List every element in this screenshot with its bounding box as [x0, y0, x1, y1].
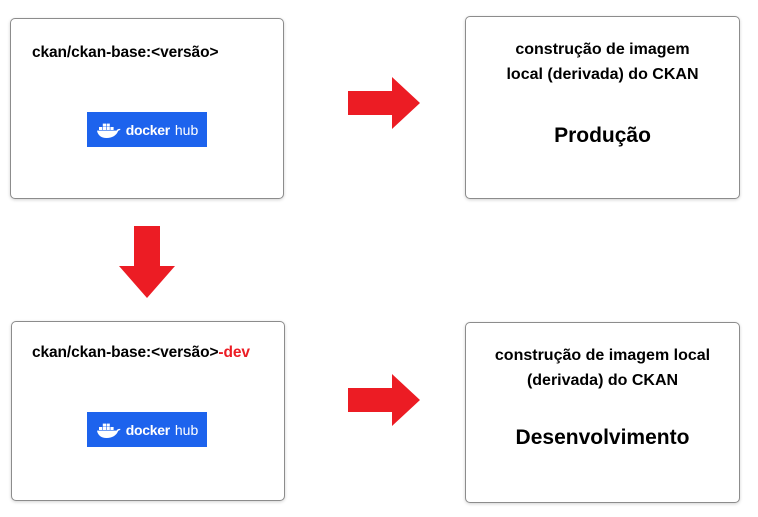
development-build-line-1: construção de imagem local: [494, 347, 711, 364]
dockerhub-logo-docker: docker: [125, 121, 170, 138]
docker-whale-icon: [96, 423, 121, 438]
base-image-tag: ckan/ckan-base:<versão>: [32, 44, 219, 62]
production-environment-label: Produção: [554, 124, 651, 147]
development-environment-label: Desenvolvimento: [515, 426, 690, 449]
arrow-right-icon: [348, 77, 420, 129]
arrow-down-icon: [119, 226, 175, 298]
base-dev-image-tag: ckan/ckan-base:<versão>-dev: [32, 344, 250, 362]
docker-whale-icon: [96, 123, 121, 138]
production-build-line-2: local (derivada) do CKAN: [506, 66, 699, 83]
dockerhub-logo-hub: hub: [174, 121, 199, 138]
dockerhub-logo-hub: hub: [174, 421, 199, 438]
dockerhub-logo-docker: docker: [125, 421, 170, 438]
development-build-description: construção de imagem local (derivada) do…: [466, 343, 739, 393]
development-build-box: construção de imagem local (derivada) do…: [465, 322, 740, 503]
production-build-line-1: construção de imagem: [515, 41, 690, 58]
arrow-right-icon: [348, 374, 420, 426]
base-dev-image-tag-text: ckan/ckan-base:<versão>: [32, 344, 219, 361]
dev-suffix: -dev: [218, 344, 250, 361]
base-image-tag-text: ckan/ckan-base:<versão>: [32, 44, 219, 61]
production-build-box: construção de imagem local (derivada) do…: [465, 16, 740, 199]
production-build-description: construção de imagem local (derivada) do…: [466, 37, 739, 87]
development-build-line-2: (derivada) do CKAN: [526, 372, 679, 389]
